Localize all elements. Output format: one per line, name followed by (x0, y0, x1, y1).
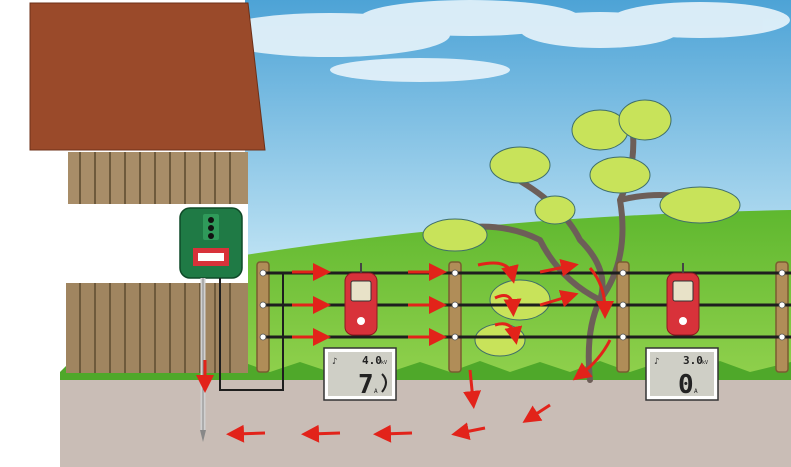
fence-tester-left (344, 263, 378, 336)
fence-posts (256, 261, 789, 373)
house-roof (29, 2, 266, 151)
display-left-note-icon: ♪ (332, 357, 337, 367)
display-left-top-unit: kV (381, 360, 387, 366)
display-right-top-reading: 3.0 (683, 354, 703, 367)
wooden-fence (66, 283, 248, 373)
display-left-big-digit: 7 (358, 370, 374, 400)
wire-insulators (259, 269, 786, 341)
tester-display-left: ♪ 4.0 kV 7 A (323, 347, 397, 401)
tester-display-right: ♪ 3.0 kV 0 A (645, 347, 719, 401)
display-right-big-unit: A (694, 388, 698, 395)
fence-energizer-icon (179, 207, 243, 279)
display-left-top-reading: 4.0 (362, 354, 382, 367)
energizer-cables (219, 273, 284, 391)
display-right-note-icon: ♪ (654, 357, 659, 367)
fence-tester-right (666, 263, 700, 336)
display-right-big-digit: 0 (678, 370, 694, 400)
display-left-big-unit: A (374, 388, 378, 395)
clouds (210, 0, 790, 82)
display-right-top-unit: kV (702, 360, 708, 366)
current-flow-arrows (196, 258, 614, 443)
earth-rod (200, 278, 206, 442)
display-left-signal-icon (381, 373, 387, 393)
